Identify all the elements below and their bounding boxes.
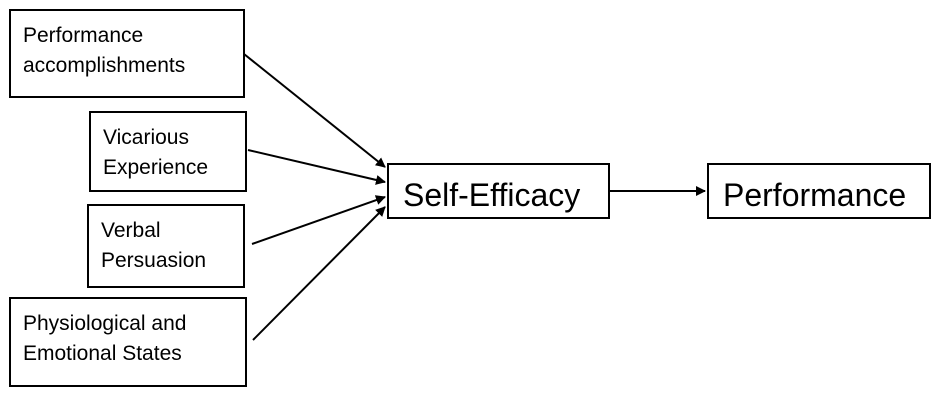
- arrow-verbal-persuasion: [251, 195, 386, 245]
- node-vicarious-experience: Vicarious Experience: [89, 111, 247, 192]
- node-physiological-states: Physiological and Emotional States: [9, 297, 247, 387]
- node-label-line2: accomplishments: [23, 54, 186, 77]
- node-verbal-persuasion: Verbal Persuasion: [87, 204, 245, 288]
- node-label: Performance: [723, 177, 907, 213]
- node-label-line1: Verbal: [101, 219, 161, 242]
- node-label: Self-Efficacy: [403, 177, 581, 213]
- node-label-line1: Physiological and: [23, 312, 187, 335]
- node-performance-accomplishments: Performance accomplishments: [9, 9, 245, 98]
- node-self-efficacy: Self-Efficacy: [387, 163, 610, 219]
- arrow-physiological-states: [252, 206, 386, 341]
- arrow-vicarious-experience: [247, 149, 386, 185]
- node-label-line1: Performance: [23, 24, 144, 47]
- arrow-performance-accomplishments: [243, 53, 386, 168]
- node-performance: Performance: [707, 163, 931, 219]
- node-label-line2: Emotional States: [23, 342, 182, 365]
- node-label-line2: Persuasion: [101, 249, 207, 272]
- node-label-line2: Experience: [103, 156, 209, 179]
- node-label-line1: Vicarious: [103, 126, 189, 149]
